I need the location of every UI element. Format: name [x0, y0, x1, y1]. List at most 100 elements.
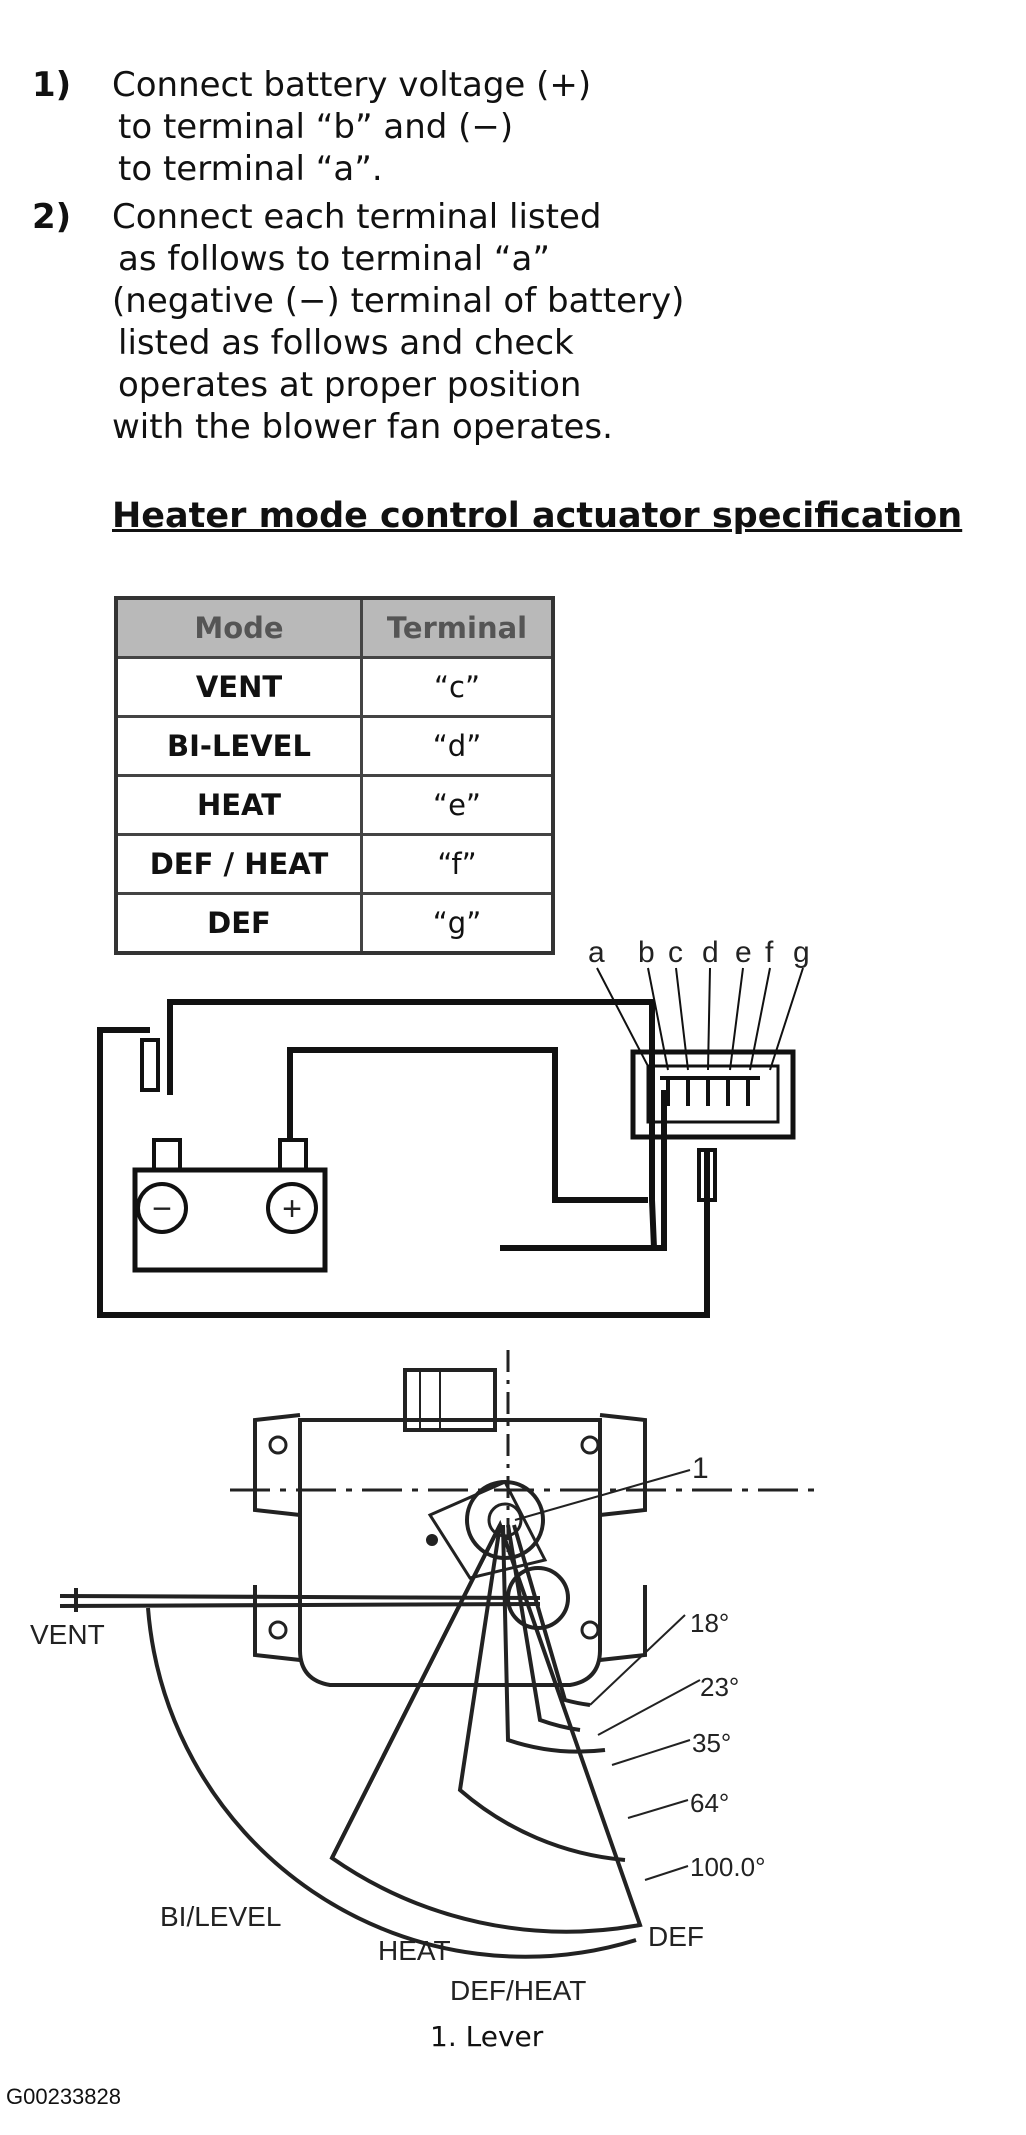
- step-number: 1): [32, 65, 72, 105]
- mode-label-bilevel: BI/LEVEL: [160, 1901, 281, 1932]
- sector-18: [512, 1524, 591, 1707]
- table-header-row: Mode Terminal: [114, 596, 555, 659]
- wiring-diagram: [97, 967, 804, 1318]
- angle-label: 64°: [690, 1788, 729, 1818]
- terminal-leader-lines: [596, 967, 804, 1071]
- sector-23: [506, 1524, 581, 1732]
- angle-label: 23°: [700, 1672, 739, 1702]
- mount-hole: [580, 1435, 600, 1455]
- spec-table: Mode Terminal VENT “c” BI-LEVEL “d” HEAT…: [114, 596, 555, 955]
- spec-title: Heater mode control actuator specificati…: [112, 496, 963, 536]
- terminal-b-wire: [500, 1090, 667, 1251]
- battery-pos-symbol: [266, 1182, 318, 1234]
- mount-ear-top-left: [253, 1413, 301, 1517]
- step-line: Connect battery voltage (+): [112, 65, 592, 105]
- mode-label-heat: HEAT: [378, 1935, 451, 1966]
- step-line: (negative (−) terminal of battery): [112, 281, 685, 321]
- mode-cell: DEF: [114, 892, 363, 955]
- figure-caption: 1. Lever: [430, 2020, 544, 2053]
- battery-post-pos: [278, 1138, 308, 1172]
- sweep-arc: [146, 1607, 637, 1959]
- negative-wire: [167, 999, 657, 1249]
- lever-arm: [427, 1480, 548, 1580]
- table-row: HEAT “e”: [114, 774, 555, 836]
- positive-wire: [287, 1047, 648, 1203]
- step-line: as follows to terminal “a”: [118, 239, 550, 279]
- step-line: with the blower fan operates.: [112, 407, 613, 447]
- lever-callout-number: 1: [692, 1452, 709, 1485]
- actuator-plug: [403, 1368, 497, 1432]
- step-line: listed as follows and check: [118, 323, 574, 363]
- step-line: to terminal “b” and (−): [118, 107, 514, 147]
- mode-label-defheat: DEF/HEAT: [450, 1975, 586, 2006]
- angle-leader: [644, 1865, 689, 1881]
- terminal-cell: “e”: [360, 774, 555, 836]
- battery: [132, 1167, 328, 1273]
- actuator-connector: [630, 1049, 796, 1140]
- angle-leader: [627, 1799, 689, 1819]
- step-number: 2): [32, 197, 72, 237]
- actuator-labels: 1 18° 23° 35° 64° 100.0° VENT BI/LEVEL H…: [30, 1452, 765, 2006]
- instruction-steps: 1) Connect battery voltage (+) to termin…: [32, 64, 1022, 454]
- step-text: Connect each terminal listed as follows …: [112, 196, 684, 448]
- figure-id: G00233828: [6, 2084, 121, 2109]
- sector-def: [329, 1519, 643, 1934]
- mode-cell: VENT: [114, 656, 363, 718]
- step-line: to terminal “a”.: [118, 149, 383, 189]
- terminal-cell: “f”: [360, 833, 555, 895]
- step-line: Connect each terminal listed: [112, 197, 602, 237]
- terminal-label: g: [793, 936, 810, 969]
- sector-heat: [457, 1524, 626, 1862]
- terminal-cell: “g”: [360, 892, 555, 955]
- mode-cell: DEF / HEAT: [114, 833, 363, 895]
- step-1: 1) Connect battery voltage (+) to termin…: [32, 64, 1022, 190]
- terminal-label: c: [668, 936, 683, 969]
- table-row: DEF / HEAT “f”: [114, 833, 555, 895]
- mount-ear-top-right: [599, 1413, 647, 1517]
- angle-label: 100.0°: [690, 1852, 765, 1882]
- angle-label: 18°: [690, 1608, 729, 1638]
- angle-leader: [611, 1739, 691, 1766]
- connector-pins: [666, 1078, 750, 1106]
- table-row: VENT “c”: [114, 656, 555, 718]
- battery-post-neg: [152, 1138, 182, 1172]
- mount-hole: [580, 1620, 600, 1640]
- connector-inner: [646, 1064, 780, 1124]
- terminal-label: b: [638, 936, 655, 969]
- fuse-left: [140, 1038, 160, 1092]
- terminal-label: e: [735, 936, 752, 969]
- mount-ear-bottom-right: [599, 1585, 647, 1662]
- terminal-labels: a b c d e f g − +: [152, 936, 810, 1228]
- battery-neg-label: −: [152, 1190, 172, 1228]
- mount-hole: [268, 1620, 288, 1640]
- lever-pin: [426, 1534, 438, 1546]
- battery-pos-label: +: [282, 1190, 302, 1228]
- table-row: BI-LEVEL “d”: [114, 715, 555, 777]
- sector-35: [501, 1524, 606, 1754]
- angle-leader: [589, 1614, 686, 1706]
- mode-cell: BI-LEVEL: [114, 715, 363, 777]
- actuator-diagram: [59, 1350, 820, 1959]
- step-text: Connect battery voltage (+) to terminal …: [112, 64, 591, 190]
- angle-leader: [597, 1679, 701, 1736]
- step-line: operates at proper position: [118, 365, 582, 405]
- header-terminal: Terminal: [360, 596, 555, 659]
- mode-label-def: DEF: [648, 1921, 704, 1952]
- terminal-label: f: [765, 936, 774, 969]
- fuse-right: [697, 1148, 717, 1202]
- lever-callout-leader: [514, 1469, 691, 1521]
- ground-return-wire: [97, 1027, 710, 1318]
- bilevel-edge: [330, 1524, 502, 1859]
- terminal-cell: “d”: [360, 715, 555, 777]
- terminal-label: a: [588, 936, 605, 969]
- mount-ear-bottom-left: [253, 1585, 301, 1662]
- terminal-cell: “c”: [360, 656, 555, 718]
- battery-neg-symbol: [136, 1182, 188, 1234]
- actuator-body: [298, 1418, 602, 1687]
- header-mode: Mode: [114, 596, 363, 659]
- mount-hole: [268, 1435, 288, 1455]
- table-row: DEF “g”: [114, 892, 555, 955]
- angle-label: 35°: [692, 1728, 731, 1758]
- terminal-label: d: [702, 936, 719, 969]
